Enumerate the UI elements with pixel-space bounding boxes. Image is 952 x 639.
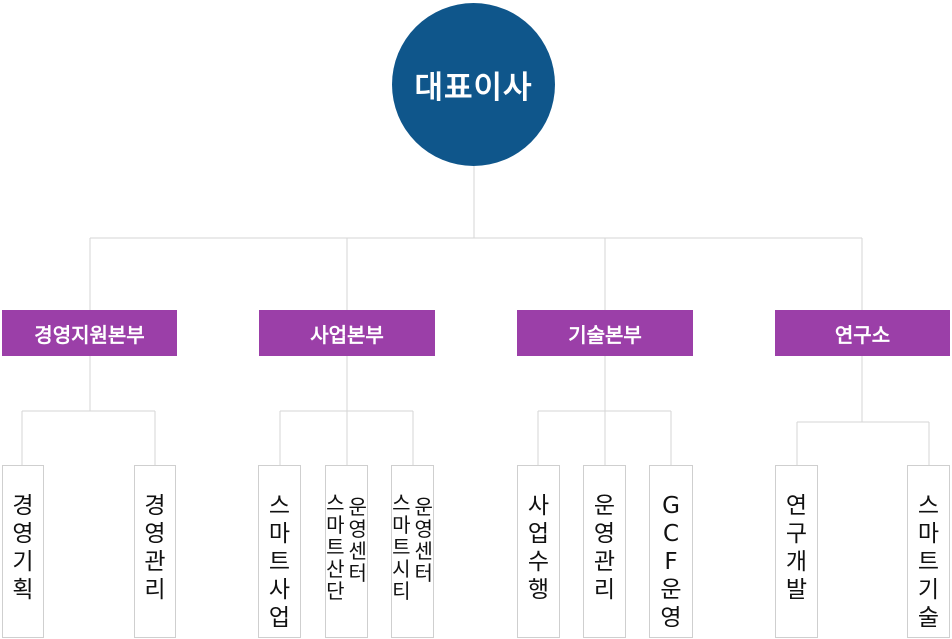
team-label-char: 경: [12, 493, 34, 519]
team-label-char: 관: [593, 549, 616, 575]
team-label-char: 영: [144, 521, 166, 547]
division-label: 사업본부: [310, 322, 384, 347]
team-label-char: 리: [593, 577, 616, 603]
division-label: 연구소: [834, 322, 891, 347]
team-label-char: 영: [348, 517, 367, 541]
division-technology: 기술본부: [517, 310, 693, 356]
team-label-char: G: [662, 493, 680, 519]
team-label-char: 스: [326, 491, 345, 515]
team-label-char: 트: [268, 549, 291, 575]
team-label-char: 관: [144, 549, 166, 575]
team-label-char: C: [662, 521, 680, 547]
division-label: 경영지원본부: [34, 322, 145, 347]
team-label-char: 기: [12, 549, 34, 575]
ceo-label: 대표이사: [414, 70, 533, 106]
team-label-char: 운: [348, 495, 367, 519]
team-label-char: 단: [326, 579, 345, 603]
team-label-char: 개: [785, 549, 808, 575]
team-label-char: 터: [414, 561, 433, 585]
team-label-char: 경: [144, 493, 166, 519]
team-label-char: 센: [348, 539, 367, 563]
team-label-char: 획: [12, 577, 34, 603]
team-label-char: 산: [326, 557, 345, 581]
team-label-char: 스: [392, 491, 411, 515]
team-label-char: 운: [414, 495, 433, 519]
team-label-char: 사: [268, 577, 291, 603]
team-label-char: 트: [917, 549, 940, 575]
team-label-char: 수: [527, 549, 550, 575]
team-label-char: 업: [268, 605, 291, 631]
ceo-node: 대표이사: [392, 3, 555, 166]
team-label-char: 운: [593, 493, 616, 519]
team-label-char: 마: [917, 521, 940, 547]
team-label-char: 마: [268, 521, 291, 547]
division-management-support: 경영지원본부: [2, 310, 177, 356]
team-label-char: 연: [785, 493, 808, 519]
team-label-char: 업: [527, 521, 550, 547]
team-label-char: 행: [527, 577, 550, 603]
team-label-char: 시: [392, 557, 411, 581]
team-label-char: F: [664, 549, 678, 575]
team-label-char: 센: [414, 539, 433, 563]
division-business: 사업본부: [259, 310, 435, 356]
team-label-char: 마: [326, 513, 345, 537]
team-label-char: 스: [917, 493, 940, 519]
team-label-char: 영: [660, 605, 682, 631]
team-label-char: 영: [12, 521, 34, 547]
team-label-char: 트: [326, 535, 345, 559]
division-label: 기술본부: [568, 322, 642, 347]
team-label-char: 터: [348, 561, 367, 585]
team-label-char: 영: [414, 517, 433, 541]
team-label-char: 사: [527, 493, 550, 519]
team-label-char: 마: [392, 513, 411, 537]
team-label-char: 기: [917, 577, 940, 603]
division-research-lab: 연구소: [775, 310, 950, 356]
team-label-char: 트: [392, 535, 411, 559]
team-label-char: 리: [144, 577, 166, 603]
team-label-char: 스: [268, 493, 291, 519]
team-label-char: 영: [593, 521, 616, 547]
team-label-char: 구: [785, 521, 808, 547]
team-label-char: 티: [392, 579, 411, 603]
team-label-char: 운: [660, 577, 682, 603]
team-label-char: 발: [785, 577, 808, 603]
team-label-char: 술: [917, 605, 940, 631]
